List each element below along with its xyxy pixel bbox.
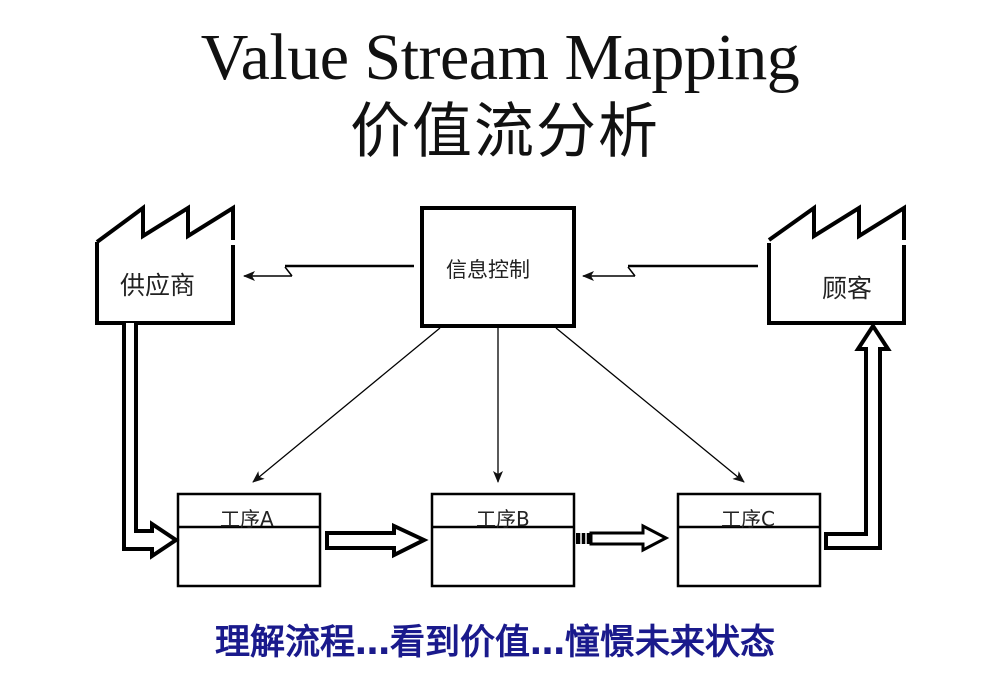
title-chinese: 价值流分析: [350, 97, 660, 167]
process-a-label: 工序A: [220, 507, 274, 531]
electronic-info-arrow-to-supplier: [243, 264, 414, 281]
info-control-box: [420, 206, 576, 328]
customer-label: 顾客: [822, 274, 873, 303]
info-control-label: 信息控制: [446, 258, 530, 282]
shipment-arrow-supplier-to-a: [122, 323, 180, 560]
shipment-arrow-c-to-customer: [824, 322, 892, 550]
supplier-factory-icon: [95, 204, 235, 325]
customer-factory-icon: [767, 204, 906, 325]
process-b-label: 工序B: [476, 507, 530, 531]
process-c-label: 工序C: [721, 507, 775, 531]
electronic-info-arrow-to-info-control: [582, 264, 758, 281]
title-english: Value Stream Mapping: [200, 21, 800, 94]
process-c-box: [676, 492, 822, 588]
supplier-label: 供应商: [120, 271, 196, 300]
push-arrow-a-to-b: [325, 522, 429, 559]
footer-slogan: 理解流程…看到价值…憧憬未来状态: [214, 623, 775, 663]
process-b-box: [430, 492, 576, 588]
info-arrow-to-process-c: [555, 327, 745, 483]
push-arrow-b-to-c: [576, 523, 670, 553]
info-arrow-to-process-a: [252, 327, 441, 483]
